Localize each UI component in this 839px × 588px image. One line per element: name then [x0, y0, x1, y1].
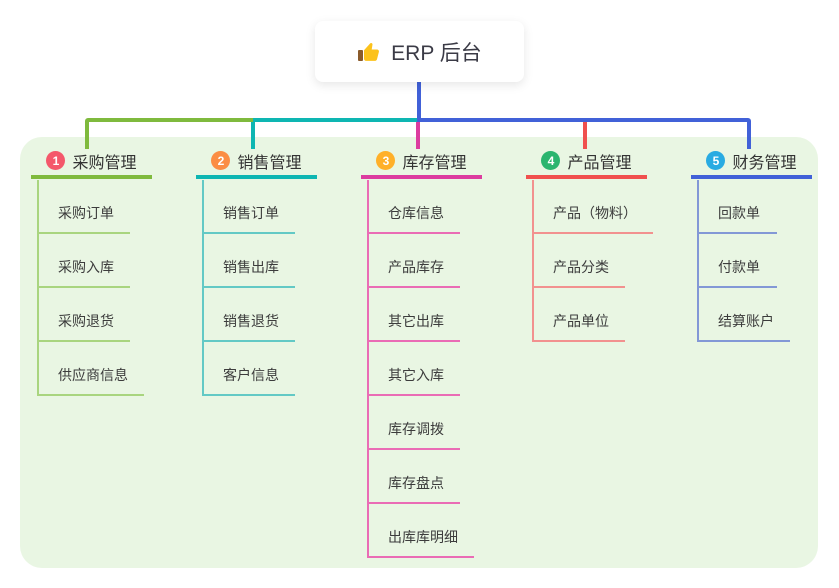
child-node[interactable]: 出库库明细	[367, 504, 474, 558]
child-node[interactable]: 库存调拨	[367, 396, 460, 450]
connector-bus-green	[85, 118, 255, 122]
branch-1-badge: 1	[46, 151, 66, 170]
branch-2-title[interactable]: 2 销售管理	[196, 146, 317, 179]
branch-2-child-connector	[202, 180, 204, 396]
child-node[interactable]: 付款单	[697, 234, 777, 288]
thumbs-up-icon	[357, 40, 381, 64]
child-node[interactable]: 其它入库	[367, 342, 460, 396]
child-node[interactable]: 销售订单	[202, 180, 295, 234]
branch-2-badge: 2	[211, 151, 231, 170]
branch-1-drop-line	[85, 122, 89, 149]
branch-1-children: 采购订单 采购入库 采购退货 供应商信息	[37, 180, 144, 396]
branch-3-title[interactable]: 3 库存管理	[361, 146, 482, 179]
child-node[interactable]: 产品单位	[532, 288, 625, 342]
branch-5-child-connector	[697, 180, 699, 342]
branch-3-child-connector	[367, 180, 369, 558]
child-node[interactable]: 销售退货	[202, 288, 295, 342]
branch-2-label: 销售管理	[237, 154, 302, 172]
branch-5-children: 回款单 付款单 结算账户	[697, 180, 790, 342]
child-node[interactable]: 供应商信息	[37, 342, 144, 396]
child-node[interactable]: 产品（物料）	[532, 180, 653, 234]
branch-5-badge: 5	[706, 151, 726, 170]
branch-2-children: 销售订单 销售出库 销售退货 客户信息	[202, 180, 295, 396]
branch-5-drop-line	[747, 122, 751, 149]
child-node[interactable]: 其它出库	[367, 288, 460, 342]
branch-3-badge: 3	[376, 151, 396, 170]
branch-4-badge: 4	[541, 151, 561, 170]
branch-1-title[interactable]: 1 采购管理	[31, 146, 152, 179]
branch-3-drop-line	[416, 122, 420, 149]
branch-4-drop-line	[583, 122, 587, 149]
branch-1-label: 采购管理	[72, 154, 137, 172]
root-connector-line	[417, 82, 421, 120]
branch-1-child-connector	[37, 180, 39, 396]
connector-bus-blue	[417, 118, 751, 122]
child-node[interactable]: 产品库存	[367, 234, 460, 288]
branch-5-label: 财务管理	[732, 154, 797, 172]
branch-5-title[interactable]: 5 财务管理	[691, 146, 812, 179]
root-title: ERP 后台	[391, 41, 482, 65]
branch-3-label: 库存管理	[402, 154, 467, 172]
child-node[interactable]: 采购退货	[37, 288, 130, 342]
branch-2-drop-line	[251, 122, 255, 149]
branch-4-child-connector	[532, 180, 534, 342]
child-node[interactable]: 采购订单	[37, 180, 130, 234]
child-node[interactable]: 仓库信息	[367, 180, 460, 234]
child-node[interactable]: 销售出库	[202, 234, 295, 288]
child-node[interactable]: 结算账户	[697, 288, 790, 342]
child-node[interactable]: 回款单	[697, 180, 777, 234]
child-node[interactable]: 产品分类	[532, 234, 625, 288]
branches-panel	[20, 137, 818, 568]
root-node[interactable]: ERP 后台	[315, 21, 524, 82]
connector-bus-teal	[253, 118, 417, 122]
child-node[interactable]: 库存盘点	[367, 450, 460, 504]
branch-4-label: 产品管理	[567, 154, 632, 172]
branch-3-children: 仓库信息 产品库存 其它出库 其它入库 库存调拨 库存盘点 出库库明细	[367, 180, 474, 558]
child-node[interactable]: 采购入库	[37, 234, 130, 288]
child-node[interactable]: 客户信息	[202, 342, 295, 396]
branch-4-title[interactable]: 4 产品管理	[526, 146, 647, 179]
branch-4-children: 产品（物料） 产品分类 产品单位	[532, 180, 653, 342]
